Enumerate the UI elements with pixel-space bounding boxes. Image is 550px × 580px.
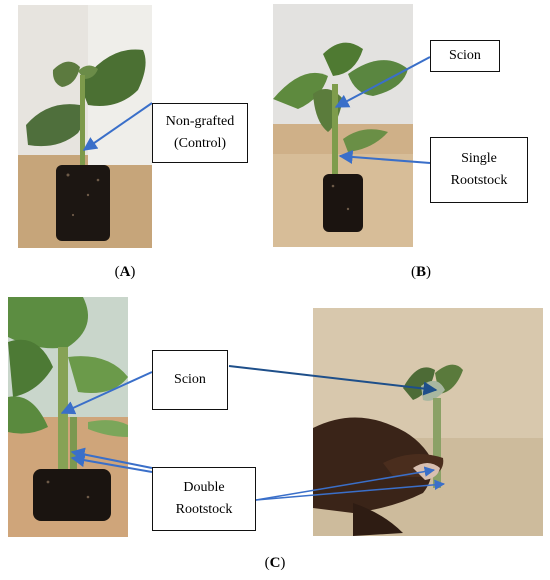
- callout-single-line2: Rootstock: [450, 173, 508, 188]
- callout-non-grafted-line1: Non-grafted: [165, 114, 235, 129]
- callout-single-line1: Single: [461, 151, 497, 166]
- callout-non-grafted-control: Non-grafted (Control): [152, 103, 248, 163]
- panel-label-b: (B): [410, 264, 431, 280]
- callout-non-grafted-line2: (Control): [173, 136, 227, 151]
- callout-scion-b: Scion: [430, 40, 500, 72]
- panel-label-c: (C): [264, 555, 286, 571]
- photo-c-double-rootstock-seedling: [8, 297, 128, 537]
- panel-label-a: (A): [114, 264, 136, 280]
- callout-scion-b-label: Scion: [449, 48, 481, 63]
- callout-double-line2: Rootstock: [175, 502, 233, 517]
- callout-scion-c: Scion: [152, 350, 228, 410]
- callout-single-rootstock: Single Rootstock: [430, 137, 528, 203]
- photo-a-non-grafted-seedling: [18, 5, 152, 248]
- photo-c-hand-holding-graft: [313, 308, 543, 536]
- callout-double-rootstock: Double Rootstock: [152, 467, 256, 531]
- callout-double-line1: Double: [183, 480, 225, 495]
- photo-b-single-rootstock-graft: [273, 4, 413, 247]
- callout-scion-c-label: Scion: [174, 372, 206, 387]
